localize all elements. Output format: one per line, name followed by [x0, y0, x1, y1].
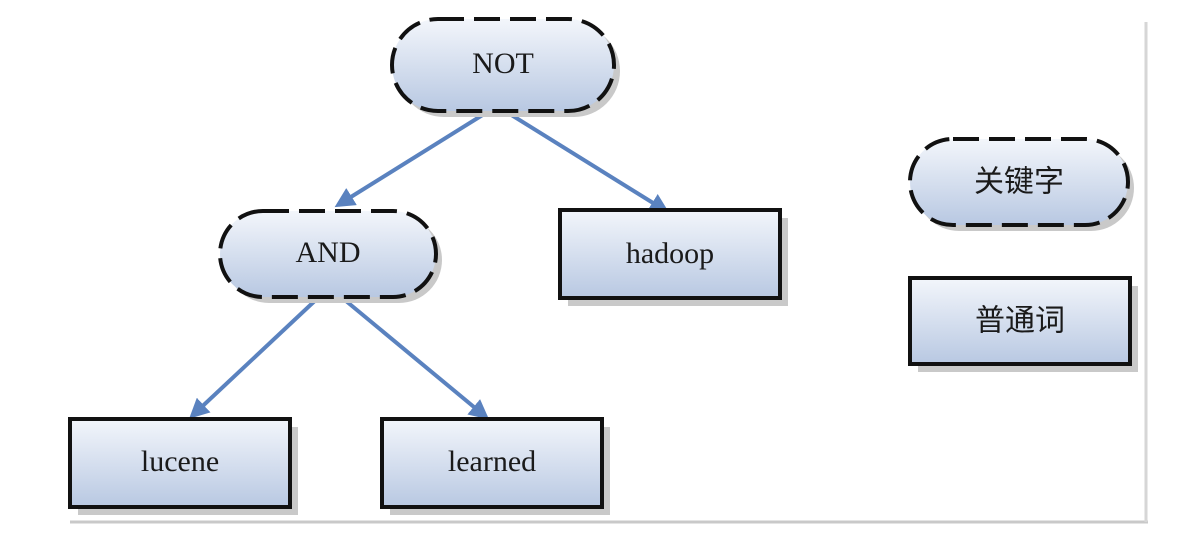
node-not: NOT	[390, 17, 620, 117]
node-lucene-label: lucene	[141, 445, 219, 478]
legend-keyword-label: 关键字	[974, 165, 1064, 200]
edge-and-to-lucene	[189, 294, 322, 419]
edge-not-to-hadoop	[495, 104, 670, 214]
node-learned: learned	[380, 417, 610, 515]
tree-edges	[189, 104, 670, 420]
node-and: AND	[218, 209, 442, 303]
edge-not-to-and	[334, 104, 499, 208]
edge-and-to-learned	[338, 294, 490, 420]
node-and-label: AND	[296, 236, 361, 269]
legend-common-word-label: 普通词	[975, 304, 1065, 339]
legend-keyword: 关键字	[908, 137, 1134, 231]
node-not-label: NOT	[472, 47, 534, 80]
node-learned-label: learned	[448, 445, 536, 478]
node-hadoop-label: hadoop	[626, 237, 714, 270]
legend-common-word: 普通词	[908, 276, 1138, 372]
node-hadoop: hadoop	[558, 208, 788, 306]
node-lucene: lucene	[68, 417, 298, 515]
